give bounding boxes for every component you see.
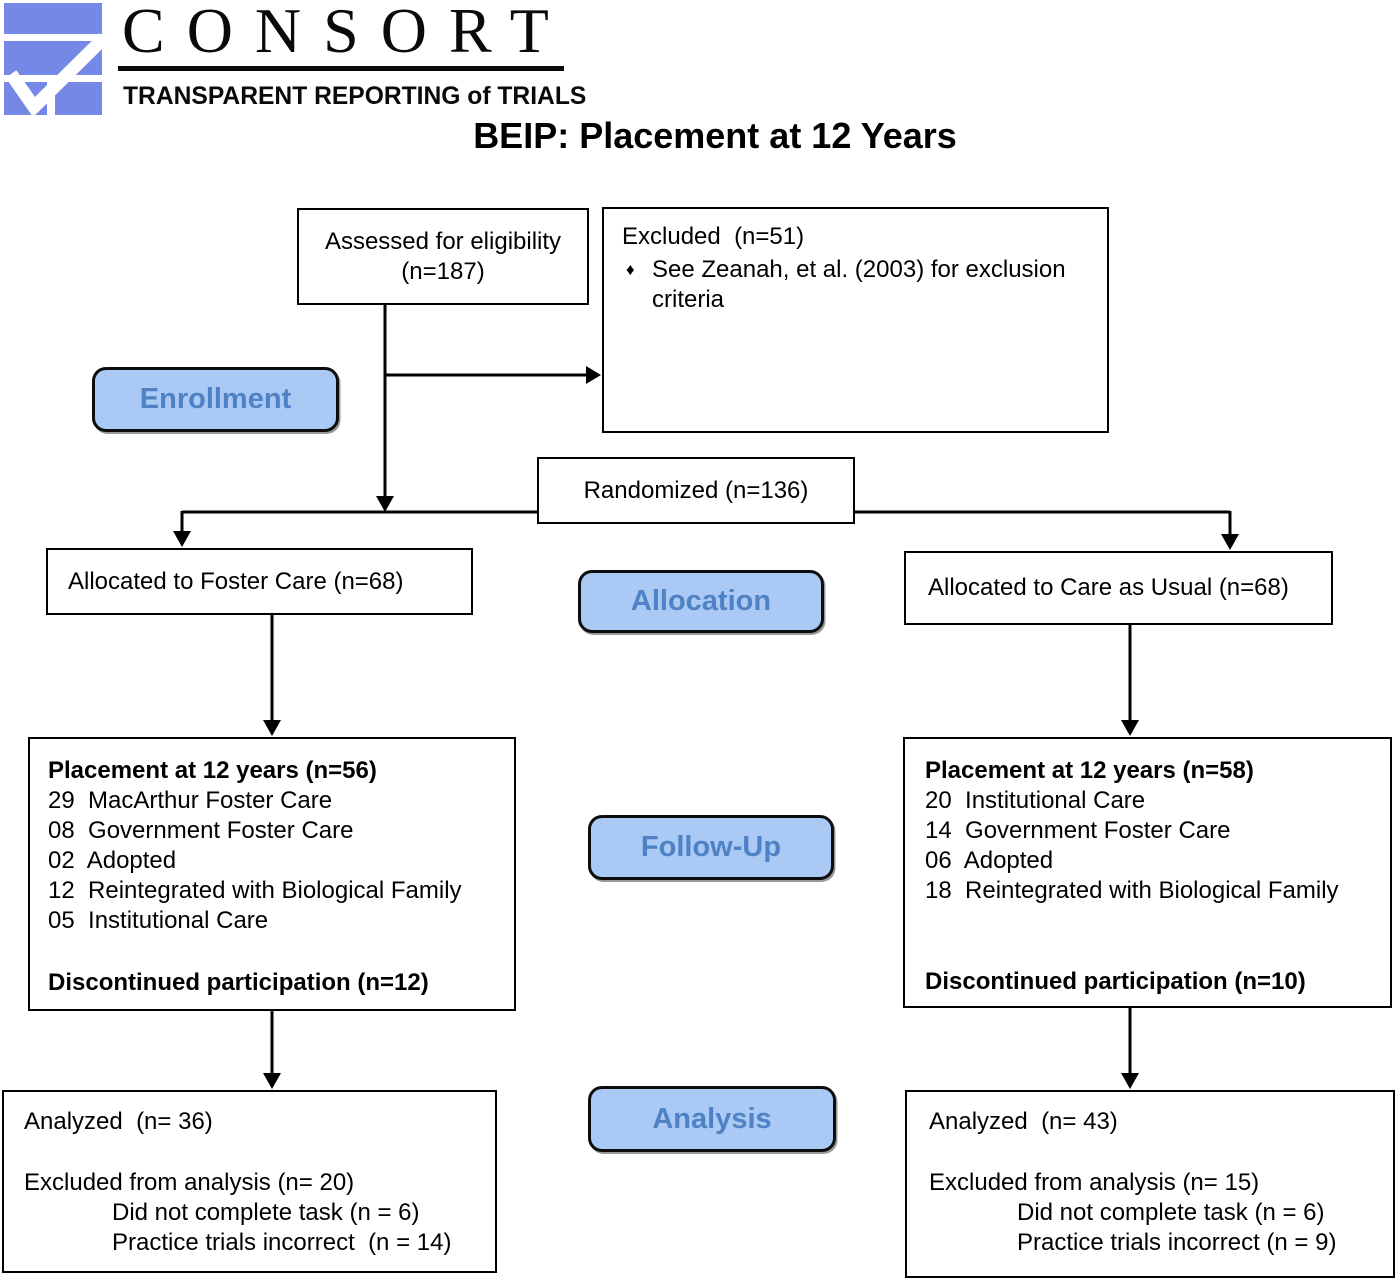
followup-left-item: 02 Adopted: [48, 847, 177, 874]
excluded-title: Excluded (n=51): [622, 223, 805, 250]
followup-right-item: 06 Adopted: [925, 847, 1054, 874]
stage-label-allocation-text: Allocation: [630, 585, 772, 617]
followup-left-item: 05 Institutional Care: [48, 907, 269, 934]
followup-right-title: Placement at 12 years (n=58): [925, 757, 1254, 784]
analysis-left-detail: Practice trials incorrect (n = 14): [112, 1229, 452, 1256]
stage-label-analysis-text: Analysis: [652, 1102, 772, 1135]
followup-right-item: 18 Reintegrated with Biological Family: [925, 877, 1339, 904]
analysis-right-analyzed: Analyzed (n= 43): [929, 1108, 1118, 1135]
stage-label-enrollment: Enrollment: [92, 367, 339, 432]
excluded-item: See Zeanah, et al. (2003) for exclusion …: [652, 256, 1073, 313]
followup-right-item: 14 Government Foster Care: [925, 817, 1231, 844]
followup-left-item: 29 MacArthur Foster Care: [48, 787, 333, 814]
followup-foster-care-box: Placement at 12 years (n=56) 29 MacArthu…: [28, 737, 516, 1011]
followup-left-footer: Discontinued participation (n=12): [48, 969, 429, 996]
analysis-foster-care-box: Analyzed (n= 36) Excluded from analysis …: [2, 1090, 497, 1273]
randomized-text: Randomized (n=136): [583, 476, 809, 504]
consort-checkmark-icon: [4, 3, 104, 115]
excluded-box: Excluded (n=51) ♦ See Zeanah, et al. (20…: [602, 207, 1109, 433]
brand-tagline: TRANSPARENT REPORTING of TRIALS: [123, 82, 587, 110]
stage-label-followup: Follow-Up: [588, 815, 834, 880]
followup-left-title: Placement at 12 years (n=56): [48, 757, 377, 784]
analysis-right-detail: Practice trials incorrect (n = 9): [1017, 1229, 1337, 1256]
allocated-care-as-usual-box: Allocated to Care as Usual (n=68): [904, 551, 1333, 625]
analysis-left-analyzed: Analyzed (n= 36): [24, 1108, 213, 1135]
allocated-foster-care-text: Allocated to Foster Care (n=68): [68, 567, 404, 595]
stage-label-analysis: Analysis: [588, 1086, 836, 1152]
followup-right-item: 20 Institutional Care: [925, 787, 1146, 814]
stage-label-followup-text: Follow-Up: [640, 831, 782, 863]
assessed-line2: (n=187): [401, 257, 485, 285]
stage-label-allocation: Allocation: [578, 570, 824, 633]
assessed-line1: Assessed for eligibility: [324, 227, 562, 255]
logo-underline: [118, 66, 564, 71]
allocated-foster-care-box: Allocated to Foster Care (n=68): [46, 548, 473, 615]
analysis-left-detail: Did not complete task (n = 6): [112, 1199, 420, 1226]
analysis-right-excluded: Excluded from analysis (n= 15): [929, 1169, 1260, 1196]
followup-care-as-usual-box: Placement at 12 years (n=58) 20 Institut…: [903, 737, 1392, 1008]
excluded-item-row: ♦ See Zeanah, et al. (2003) for exclusio…: [626, 255, 1097, 315]
brand-name: CONSORT: [122, 0, 571, 66]
analysis-right-detail: Did not complete task (n = 6): [1017, 1199, 1325, 1226]
followup-right-footer: Discontinued participation (n=10): [925, 968, 1306, 995]
allocated-care-as-usual-text: Allocated to Care as Usual (n=68): [928, 574, 1289, 601]
followup-left-item: 08 Government Foster Care: [48, 817, 354, 844]
assessed-box: Assessed for eligibility (n=187): [297, 208, 589, 305]
followup-left-item: 12 Reintegrated with Biological Family: [48, 877, 462, 904]
analysis-left-excluded: Excluded from analysis (n= 20): [24, 1169, 355, 1196]
analysis-care-as-usual-box: Analyzed (n= 43) Excluded from analysis …: [905, 1090, 1395, 1278]
randomized-box: Randomized (n=136): [537, 457, 855, 524]
diamond-bullet-icon: ♦: [626, 260, 635, 279]
page-title: BEIP: Placement at 12 Years: [473, 115, 957, 156]
stage-label-enrollment-text: Enrollment: [139, 383, 292, 415]
